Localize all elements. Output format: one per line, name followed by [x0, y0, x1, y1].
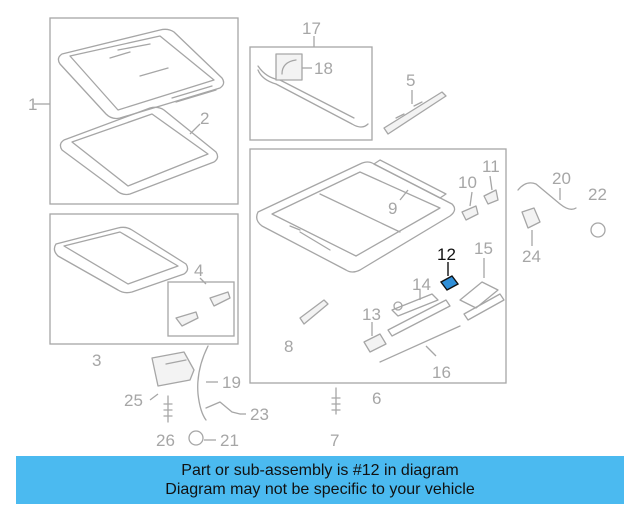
callout-16: 16 — [432, 363, 451, 382]
part-glass-seal — [59, 106, 219, 196]
part-side-rail — [383, 91, 447, 135]
group-box-glass — [49, 17, 239, 205]
callout-10: 10 — [458, 173, 477, 192]
part-bracket-8 — [299, 299, 329, 325]
exploded-parts-diagram: 1 2 3 4 5 6 7 8 9 10 11 12 13 14 15 16 1… — [28, 17, 607, 450]
callout-24: 24 — [522, 247, 541, 266]
part-clip-18-detail — [281, 59, 297, 75]
part-hose-20 — [517, 182, 577, 210]
info-banner-line-2: Diagram may not be specific to your vehi… — [165, 481, 475, 498]
part-motor-25 — [151, 351, 195, 387]
callout-14: 14 — [412, 275, 431, 294]
callout-1: 1 — [28, 95, 37, 114]
group-box-frame — [249, 148, 507, 384]
part-sunshade — [53, 226, 189, 294]
part-glass-panel — [57, 28, 225, 120]
part-connector-23 — [205, 401, 241, 415]
part-bracket-10 — [461, 205, 479, 221]
callout-25: 25 — [124, 391, 143, 410]
sub-box-shade-handles — [167, 281, 235, 337]
group-box-drain — [249, 46, 373, 141]
part-guide-15 — [459, 281, 505, 321]
part-bracket-11 — [483, 189, 499, 205]
part-bracket-13 — [363, 333, 387, 353]
callout-19: 19 — [222, 373, 241, 392]
callout-2: 2 — [200, 109, 209, 128]
callout-8: 8 — [284, 337, 293, 356]
group-box-shade — [49, 213, 239, 345]
part-clamp-21 — [188, 430, 204, 446]
info-banner-line-1: Part or sub-assembly is #12 in diagram — [181, 462, 459, 479]
part-sunroof-frame — [256, 161, 456, 273]
part-12-highlighted — [439, 262, 460, 291]
part-ring-22 — [590, 222, 606, 238]
callout-11: 11 — [482, 157, 500, 176]
callout-21: 21 — [220, 431, 239, 450]
part-front-deflector — [373, 159, 447, 199]
part-cable-16 — [379, 325, 461, 363]
part-screw-26 — [163, 395, 173, 423]
info-banner: Part or sub-assembly is #12 in diagram D… — [16, 456, 624, 504]
callout-18: 18 — [314, 59, 333, 78]
callout-17: 17 — [302, 19, 321, 38]
callout-6: 6 — [372, 389, 381, 408]
callout-13: 13 — [362, 305, 381, 324]
callout-23: 23 — [250, 405, 269, 424]
callout-15: 15 — [474, 239, 493, 258]
callout-4: 4 — [194, 261, 203, 280]
part-clip-24 — [521, 207, 541, 229]
part-drain-guide — [257, 65, 369, 128]
callout-20: 20 — [552, 169, 571, 188]
callout-12: 12 — [437, 245, 456, 264]
callout-26: 26 — [156, 431, 175, 450]
callout-22: 22 — [588, 185, 607, 204]
part-drain-hose-19 — [197, 345, 209, 421]
part-clip-18 — [275, 53, 303, 81]
callout-5: 5 — [406, 71, 415, 90]
callout-3: 3 — [92, 351, 101, 370]
part-shade-handles — [175, 291, 231, 327]
part-motor-mechanism-14 — [387, 293, 451, 337]
callout-9: 9 — [388, 199, 397, 218]
callout-7: 7 — [330, 431, 339, 450]
part-bolt-7 — [331, 387, 341, 415]
